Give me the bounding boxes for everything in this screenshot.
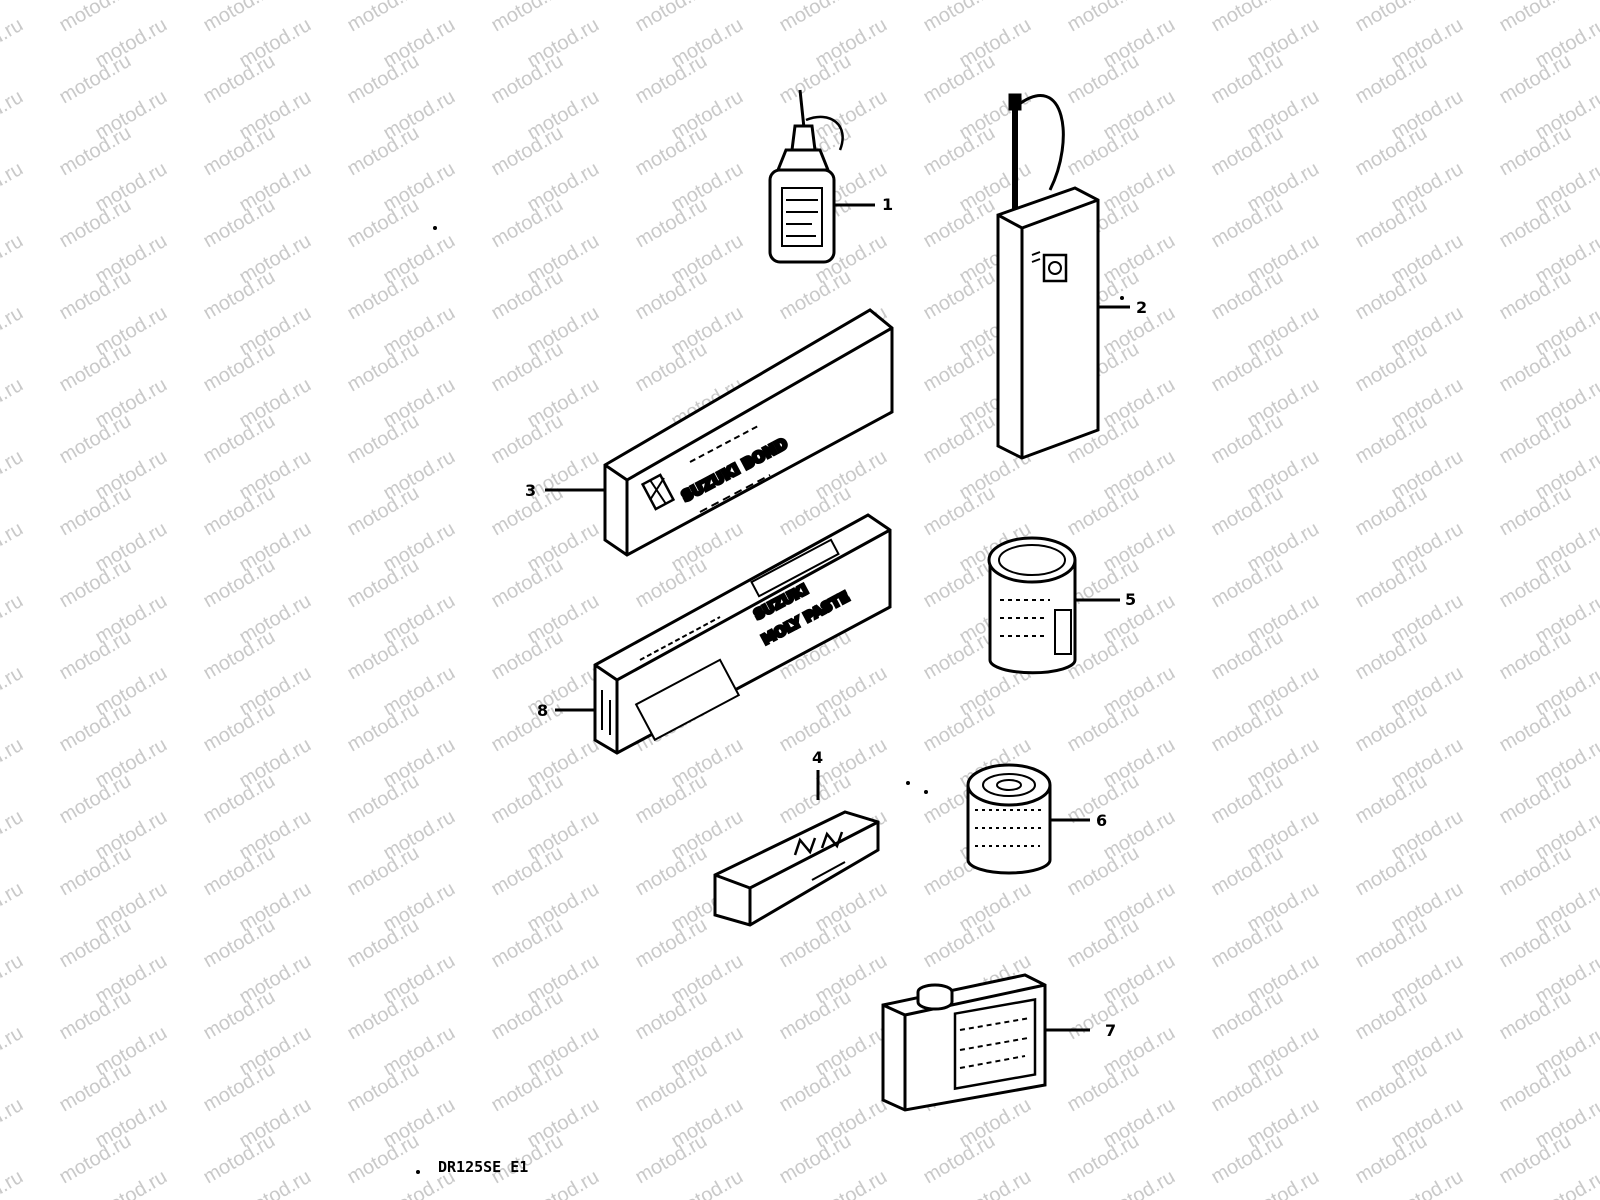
watermark-text: motod.ru <box>776 0 855 36</box>
watermark-text: motod.ru <box>0 446 27 505</box>
callout-7: 7 <box>1105 1021 1116 1040</box>
callout-5: 5 <box>1125 590 1136 609</box>
callout-6: 6 <box>1096 811 1107 830</box>
watermark-text: motod.ru <box>0 950 27 1009</box>
watermark-text: motod.ru <box>0 14 27 73</box>
watermark-text: motod.ru <box>524 1166 603 1200</box>
callout-8: 8 <box>537 701 548 720</box>
watermark-text: motod.ru <box>1208 0 1287 36</box>
callout-2: 2 <box>1136 298 1147 317</box>
watermark-text: motod.ru <box>1496 0 1575 36</box>
watermark-text: motod.ru <box>920 0 999 36</box>
watermark-text: motod.ru <box>1532 1166 1600 1200</box>
watermark-text: motod.ru <box>0 734 27 793</box>
watermark-text: motod.ru <box>956 1166 1035 1200</box>
watermark-text: motod.ru <box>812 1166 891 1200</box>
watermark-text: motod.ru <box>0 518 27 577</box>
watermark-text: motod.ru <box>0 1022 27 1081</box>
watermark-text: motod.ru <box>92 1166 171 1200</box>
part-2-oil-tin <box>996 93 1130 460</box>
part-1-oil-bottle <box>768 89 875 264</box>
part-6-small-can <box>966 763 1090 875</box>
watermark-text: motod.ru <box>200 0 279 36</box>
watermark-text: motod.ru <box>0 590 27 649</box>
watermark-text: motod.ru <box>56 0 135 36</box>
part-5-large-can <box>987 536 1120 675</box>
watermark-text: motod.ru <box>1388 1166 1467 1200</box>
watermark-text: motod.ru <box>1064 0 1143 36</box>
watermark-text: motod.ru <box>0 230 27 289</box>
watermark-text: motod.ru <box>0 86 27 145</box>
watermark-text: motod.ru <box>632 0 711 36</box>
watermark-text: motod.ru <box>1352 0 1431 36</box>
watermark-text: motod.ru <box>488 0 567 36</box>
callout-3: 3 <box>525 481 536 500</box>
part-7-square-oil-can <box>881 973 1090 1112</box>
callout-4: 4 <box>812 748 823 767</box>
watermark-text: motod.ru <box>236 1166 315 1200</box>
watermark-text: motod.ru <box>0 806 27 865</box>
callout-1: 1 <box>882 195 893 214</box>
watermark-text: motod.ru <box>0 1166 27 1200</box>
diagram-code: DR125SE E1 <box>438 1158 528 1176</box>
watermark-text: motod.ru <box>0 662 27 721</box>
watermark-text: motod.ru <box>344 0 423 36</box>
watermark-text: motod.ru <box>0 374 27 433</box>
watermark-text: motod.ru <box>668 1166 747 1200</box>
watermark-text: motod.ru <box>1244 1166 1323 1200</box>
part-4-flat-case <box>713 770 880 927</box>
part-3-suzuki-bond-box: SUZUKI BOND <box>545 308 894 557</box>
watermark-text: motod.ru <box>0 158 27 217</box>
watermark-text: motod.ru <box>1100 1166 1179 1200</box>
watermark-text: motod.ru <box>0 878 27 937</box>
watermark-text: motod.ru <box>0 1094 27 1153</box>
watermark-text: motod.ru <box>0 302 27 361</box>
